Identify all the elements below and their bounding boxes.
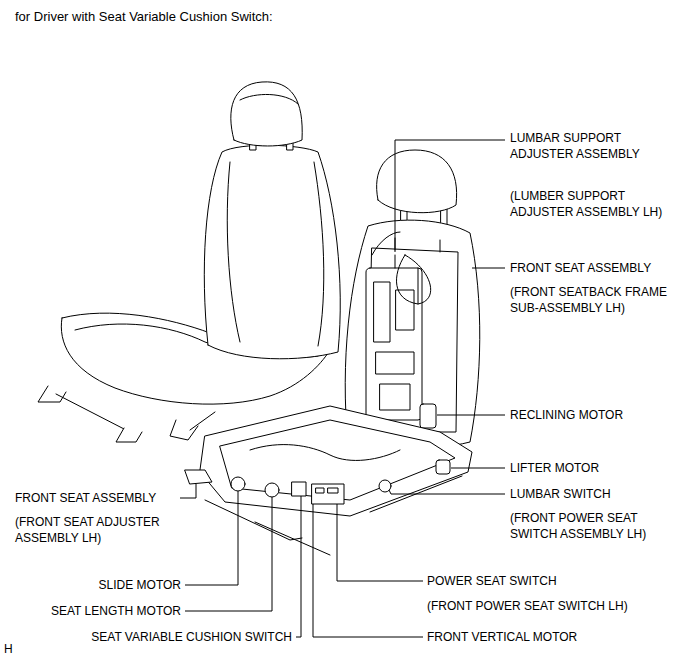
part-label: FRONT VERTICAL MOTOR [427, 629, 682, 645]
seatback-frame [345, 150, 480, 450]
leader-line [180, 484, 196, 498]
leader-line [437, 415, 505, 416]
part-label: LUMBAR SWITCH [510, 486, 686, 502]
leader-line [395, 140, 505, 252]
seat-outline [38, 82, 340, 442]
leader-line [337, 504, 423, 581]
part-label: (FRONT POWER SEAT SWITCH ASSEMBLY LH) [510, 510, 670, 542]
part-label: (LUMBER SUPPORT ADJUSTER ASSEMBLY LH) [510, 188, 670, 220]
figure-title: for Driver with Seat Variable Cushion Sw… [15, 9, 273, 25]
leader-line [296, 496, 301, 637]
leader-line [451, 468, 505, 469]
part-label: (FRONT POWER SEAT SWITCH LH) [427, 598, 682, 614]
lumbar-mechanism [366, 232, 431, 420]
leader-line [389, 490, 505, 494]
leader-line [313, 504, 423, 637]
part-label: RECLINING MOTOR [510, 407, 686, 423]
part-label: FRONT SEAT ASSEMBLY [510, 260, 686, 276]
part-label: H [4, 641, 24, 657]
leader-line [185, 497, 272, 611]
seat-motors [231, 460, 450, 504]
leader-line [472, 268, 505, 269]
part-label: LUMBAR SUPPORT ADJUSTER ASSEMBLY [510, 130, 660, 162]
part-label: SEAT LENGTH MOTOR [51, 603, 181, 619]
part-label: FRONT SEAT ASSEMBLY [15, 490, 180, 506]
part-label: (FRONT SEATBACK FRAME SUB-ASSEMBLY LH) [510, 284, 686, 316]
part-label: POWER SEAT SWITCH [427, 573, 682, 589]
part-label: LIFTER MOTOR [510, 460, 686, 476]
leader-line [185, 491, 238, 585]
part-label: SEAT VARIABLE CUSHION SWITCH [91, 629, 292, 645]
part-label: (FRONT SEAT ADJUSTER ASSEMBLY LH) [15, 514, 185, 546]
part-label: SLIDE MOTOR [99, 577, 181, 593]
seat-cushion-frame [185, 406, 472, 555]
